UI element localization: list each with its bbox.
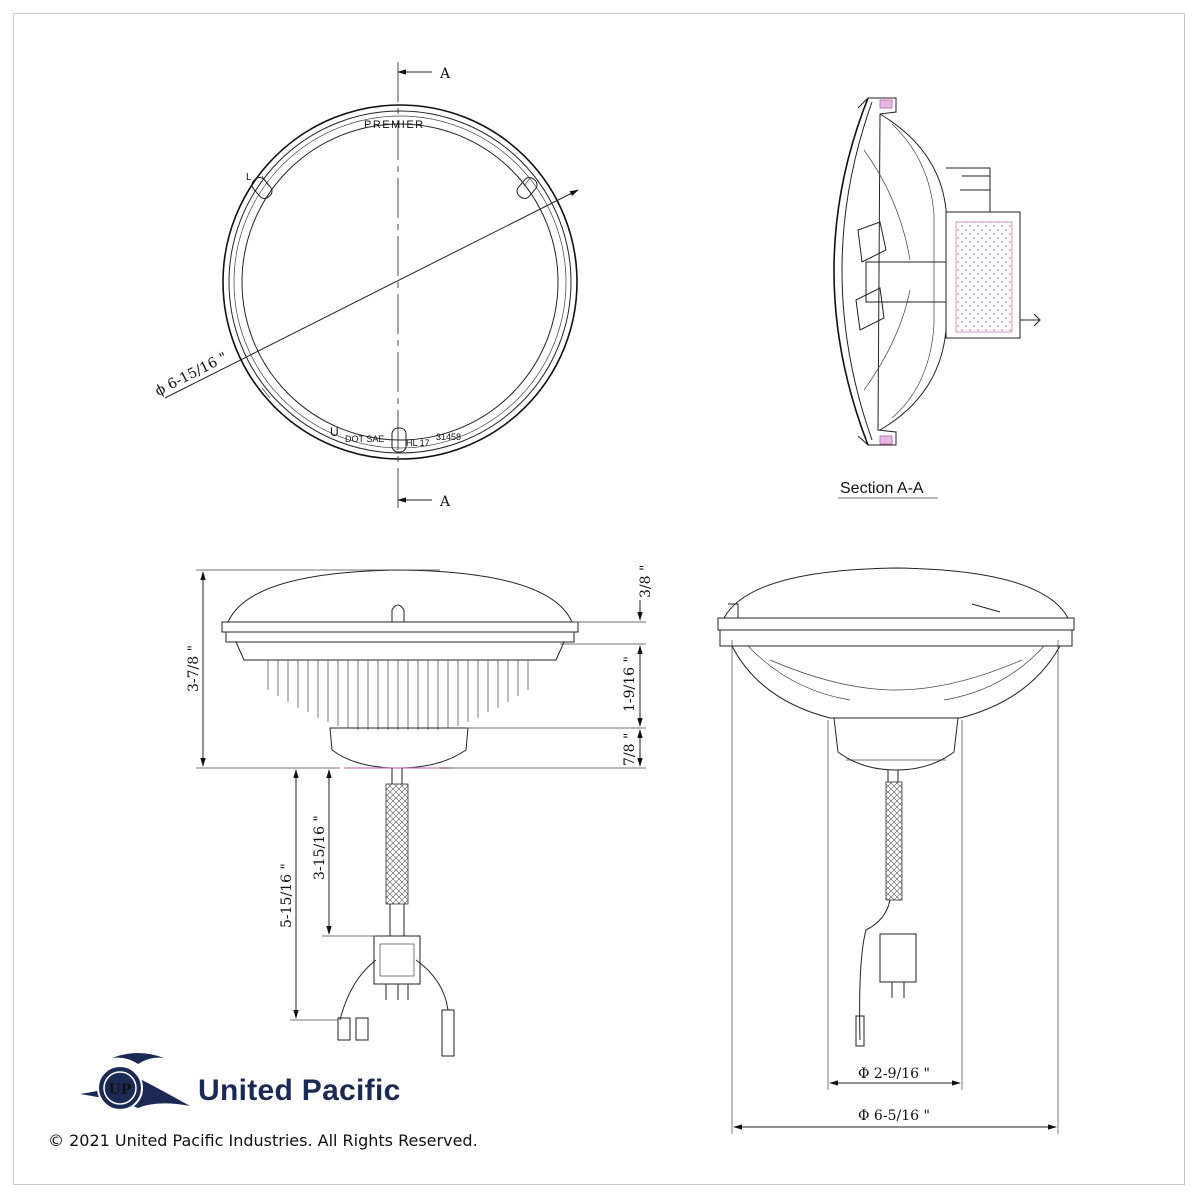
front-lead: [859, 899, 891, 1041]
section-mark-bottom: A: [439, 494, 451, 510]
logo-letters: UP: [109, 1082, 132, 1098]
outer-rim: [222, 104, 578, 460]
section-housing: [879, 113, 947, 431]
bottom-u-mark: U: [330, 425, 339, 439]
company-name: United Pacific: [198, 1074, 401, 1107]
dot-sae-mark: DOT SAE: [345, 434, 384, 444]
side-lens-rim: [221, 621, 579, 633]
section-driver-housing: [945, 211, 1021, 339]
section-lens-inner: [841, 101, 873, 441]
side-view: 3-7/8 " 3/8 " 1-9/16 " 7/8 " 3-15/16 " 5…: [186, 565, 654, 1057]
front-lens-rim: [717, 617, 1075, 631]
left-mark: L: [246, 172, 252, 183]
rim-tabs: [261, 175, 537, 399]
copyright-notice: © 2021 United Pacific Industries. All Ri…: [48, 1131, 478, 1150]
side-connector: [373, 935, 421, 985]
section-reflector: [891, 123, 935, 419]
dim-base: 7/8 ": [622, 733, 638, 766]
section-led-upper: [857, 221, 887, 263]
side-terminal-2: [355, 1017, 369, 1041]
section-cap: [946, 167, 991, 212]
front-cable-stub: [887, 770, 899, 782]
section-cable-exit: [1020, 313, 1041, 327]
lens-ring-3: [241, 123, 559, 441]
brand-mark: PREMIER: [364, 119, 425, 131]
lens-ring-1: [228, 110, 572, 454]
section-potting: [955, 221, 1013, 333]
side-body-top: [235, 641, 565, 661]
side-cable: [389, 768, 405, 936]
side-top-tab: [391, 604, 405, 623]
mounting-slot-right: [516, 177, 538, 199]
part-number-mark: 31458: [436, 432, 461, 442]
dim-body: 1-9/16 ": [622, 656, 638, 712]
hl-mark: HL 17: [406, 438, 430, 448]
sheet-border: [13, 13, 1185, 1185]
dim-base-diameter: Φ 2-9/16 ": [858, 1066, 930, 1082]
side-heatsink-fins: [267, 660, 529, 730]
mounting-slot-bottom: [391, 427, 407, 453]
dim-total-height: 3-7/8 ": [186, 645, 202, 692]
side-lens-dome: [227, 569, 573, 623]
section-title: Section A-A: [840, 480, 924, 497]
front-tabs: [728, 603, 1001, 618]
front-bezel: [719, 629, 1073, 647]
front-base: [833, 717, 959, 771]
section-seal-top: [879, 99, 893, 109]
logo-emblem: UP: [80, 1053, 190, 1111]
front-cable-sleeve: [885, 781, 903, 901]
company-logo: UP United Pacific: [78, 1050, 418, 1130]
section-mark-top: A: [439, 66, 451, 82]
side-leads: [339, 959, 449, 1021]
front-housing-contours: [747, 645, 1045, 701]
front-pins: [891, 982, 905, 998]
dim-cable: 3-15/16 ": [312, 815, 328, 880]
side-cable-sleeve: [385, 783, 409, 905]
dim-diameter: Φ 6-5/16 ": [858, 1108, 930, 1124]
front-terminal: [855, 1015, 865, 1047]
dim-leads: 5-15/16 ": [279, 863, 295, 928]
section-lens-outer: [833, 97, 869, 446]
side-connector-inner: [379, 943, 415, 977]
diameter-leader: [164, 189, 579, 399]
section-bezel: [857, 97, 897, 446]
front-housing: [731, 645, 1061, 719]
section-view: Section A-A: [833, 97, 1041, 499]
dim-lens: 3/8 ": [638, 565, 654, 598]
front-connector: [879, 933, 917, 983]
side-terminal-1: [337, 1017, 351, 1041]
section-led-lower: [855, 287, 885, 331]
top-view: A A ϕ 6-15/16 " PREMIER L U DOT SAE HL 1…: [153, 62, 579, 512]
side-base: [329, 727, 469, 769]
side-bezel: [225, 631, 575, 643]
section-reflector-lines: [863, 149, 911, 391]
lens-ring-2: [233, 115, 567, 449]
side-terminal-3: [441, 1009, 455, 1057]
section-seal-bottom: [879, 435, 893, 445]
diameter-label: ϕ 6-15/16 ": [153, 349, 231, 399]
side-pins: [385, 984, 409, 1000]
mounting-slot-left: [251, 177, 273, 199]
front-view: Φ 2-9/16 " Φ 6-5/16 ": [717, 567, 1075, 1134]
front-lens-dome: [723, 567, 1069, 619]
